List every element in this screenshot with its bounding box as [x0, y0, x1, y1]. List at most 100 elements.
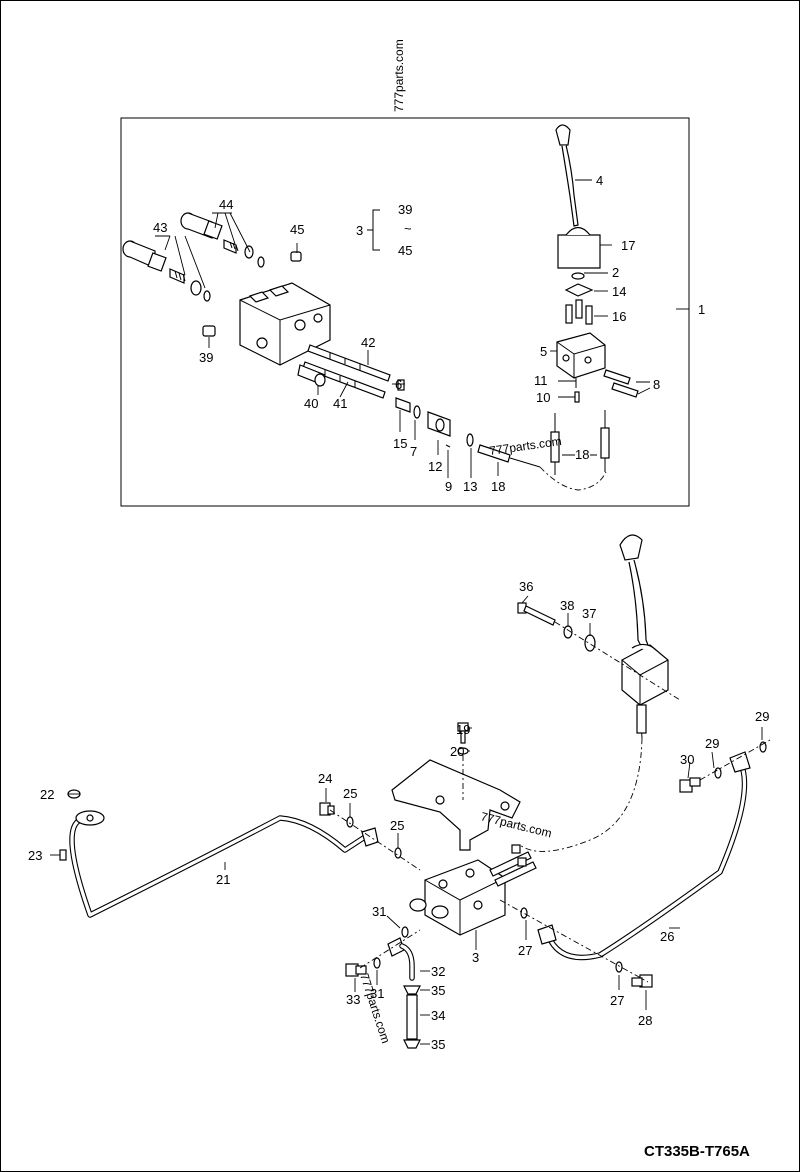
callout-16: 16	[612, 309, 626, 324]
callout-1: 1	[698, 302, 705, 317]
callout-31b: 31	[370, 986, 384, 1001]
callout-34: 34	[431, 1008, 445, 1023]
callout-5: 5	[540, 344, 547, 359]
callout-29a: 29	[755, 709, 769, 724]
part-25-washers	[346, 816, 402, 859]
part-39-plug	[202, 325, 216, 337]
callout-35a: 35	[431, 983, 445, 998]
axis-24	[329, 809, 421, 871]
part-4-lever	[555, 124, 579, 227]
callout-15: 15	[393, 436, 407, 451]
callout-32: 32	[431, 964, 445, 979]
callout-18a: 18	[575, 447, 589, 462]
callout-38: 38	[560, 598, 574, 613]
control-valve-body-lower	[409, 844, 537, 936]
callout-28: 28	[638, 1013, 652, 1028]
part-30-fitting	[679, 777, 701, 793]
callouts: 1 2 4 5 6 7 8 9 10 11 12 13 14 15 16 17 …	[28, 173, 769, 1052]
callout-25b: 25	[390, 818, 404, 833]
control-valve-body-inset	[239, 282, 331, 366]
cable-route-inset	[539, 466, 607, 491]
callout-4: 4	[596, 173, 603, 188]
part-43-end-cap	[122, 240, 211, 302]
callout-13: 13	[463, 479, 477, 494]
part-18-cable-end-inset	[477, 444, 541, 468]
callout-23: 23	[28, 848, 42, 863]
callout-12: 12	[428, 459, 442, 474]
part-26-tube	[537, 751, 751, 961]
joystick-lower	[619, 534, 669, 739]
part-40-relief-valve	[297, 364, 326, 387]
callout-30: 30	[680, 752, 694, 767]
callout-45: 45	[290, 222, 304, 237]
part-18-cable-ends-inset	[550, 410, 610, 475]
part-5-housing	[556, 332, 606, 379]
watermark-lower-1: 777parts.com	[479, 809, 553, 840]
part-8-pins	[603, 369, 639, 398]
callout-8: 8	[653, 377, 660, 392]
callout-17: 17	[621, 238, 635, 253]
part-28-fitting	[631, 974, 653, 988]
callout-37: 37	[582, 606, 596, 621]
part-21-tube	[69, 810, 371, 918]
svg-text:3: 3	[356, 223, 363, 238]
svg-text:45: 45	[398, 243, 412, 258]
callout-29b: 29	[705, 736, 719, 751]
part-16-plungers	[565, 299, 593, 325]
callout-40: 40	[304, 396, 318, 411]
callout-26: 26	[660, 929, 674, 944]
drawing-code: CT335B-T765A	[644, 1143, 750, 1160]
callout-35b: 35	[431, 1037, 445, 1052]
part-15-seal	[395, 397, 411, 413]
mounting-bracket	[391, 759, 521, 851]
part-36-bolt	[517, 602, 556, 626]
callout-27b: 27	[610, 993, 624, 1008]
callout-6: 6	[395, 377, 402, 392]
callout-36: 36	[519, 579, 533, 594]
svg-text:39: 39	[398, 202, 412, 217]
axis-28	[499, 899, 649, 983]
cable-route-lower	[519, 737, 643, 852]
part-44-end-cap	[180, 212, 265, 268]
part-33-fitting	[345, 963, 367, 977]
part-6-pin	[397, 379, 405, 391]
callout-11: 11	[534, 373, 548, 388]
callout-27a: 27	[518, 943, 532, 958]
watermark-top: 777parts.com	[392, 39, 406, 112]
part-17-boot	[557, 226, 601, 269]
callout-43: 43	[153, 220, 167, 235]
part-24-fitting	[319, 802, 335, 816]
callout-39: 39	[199, 350, 213, 365]
callout-24: 24	[318, 771, 332, 786]
part-34-hose	[406, 994, 418, 1040]
axis-33	[359, 929, 421, 969]
callout-42: 42	[361, 335, 375, 350]
part-37-washer	[584, 634, 596, 652]
callout-14: 14	[612, 284, 626, 299]
callout-3b: 3	[472, 950, 479, 965]
callout-33: 33	[346, 992, 360, 1007]
svg-text:~: ~	[404, 221, 412, 236]
part-35-clamps	[403, 985, 421, 1049]
callout-18b: 18	[491, 479, 505, 494]
callout-9: 9	[445, 479, 452, 494]
group-bracket: 3 39 ~ 45	[356, 202, 412, 258]
callout-20: 20	[450, 744, 464, 759]
callout-21: 21	[216, 872, 230, 887]
inset-box	[120, 117, 690, 507]
leaders-lower	[50, 595, 763, 1045]
callout-7: 7	[410, 444, 417, 459]
axis-36	[554, 621, 681, 701]
part-31-washers	[373, 926, 409, 969]
callout-19: 19	[456, 722, 470, 737]
callout-25a: 25	[343, 786, 357, 801]
part-7-ring	[413, 405, 421, 419]
part-14-plate	[564, 283, 594, 297]
part-10-screw	[574, 391, 580, 403]
callout-2: 2	[612, 265, 619, 280]
callout-10: 10	[536, 390, 550, 405]
part-45-plug	[290, 251, 302, 262]
part-2-nut	[571, 272, 585, 280]
part-13-ring	[466, 433, 474, 447]
